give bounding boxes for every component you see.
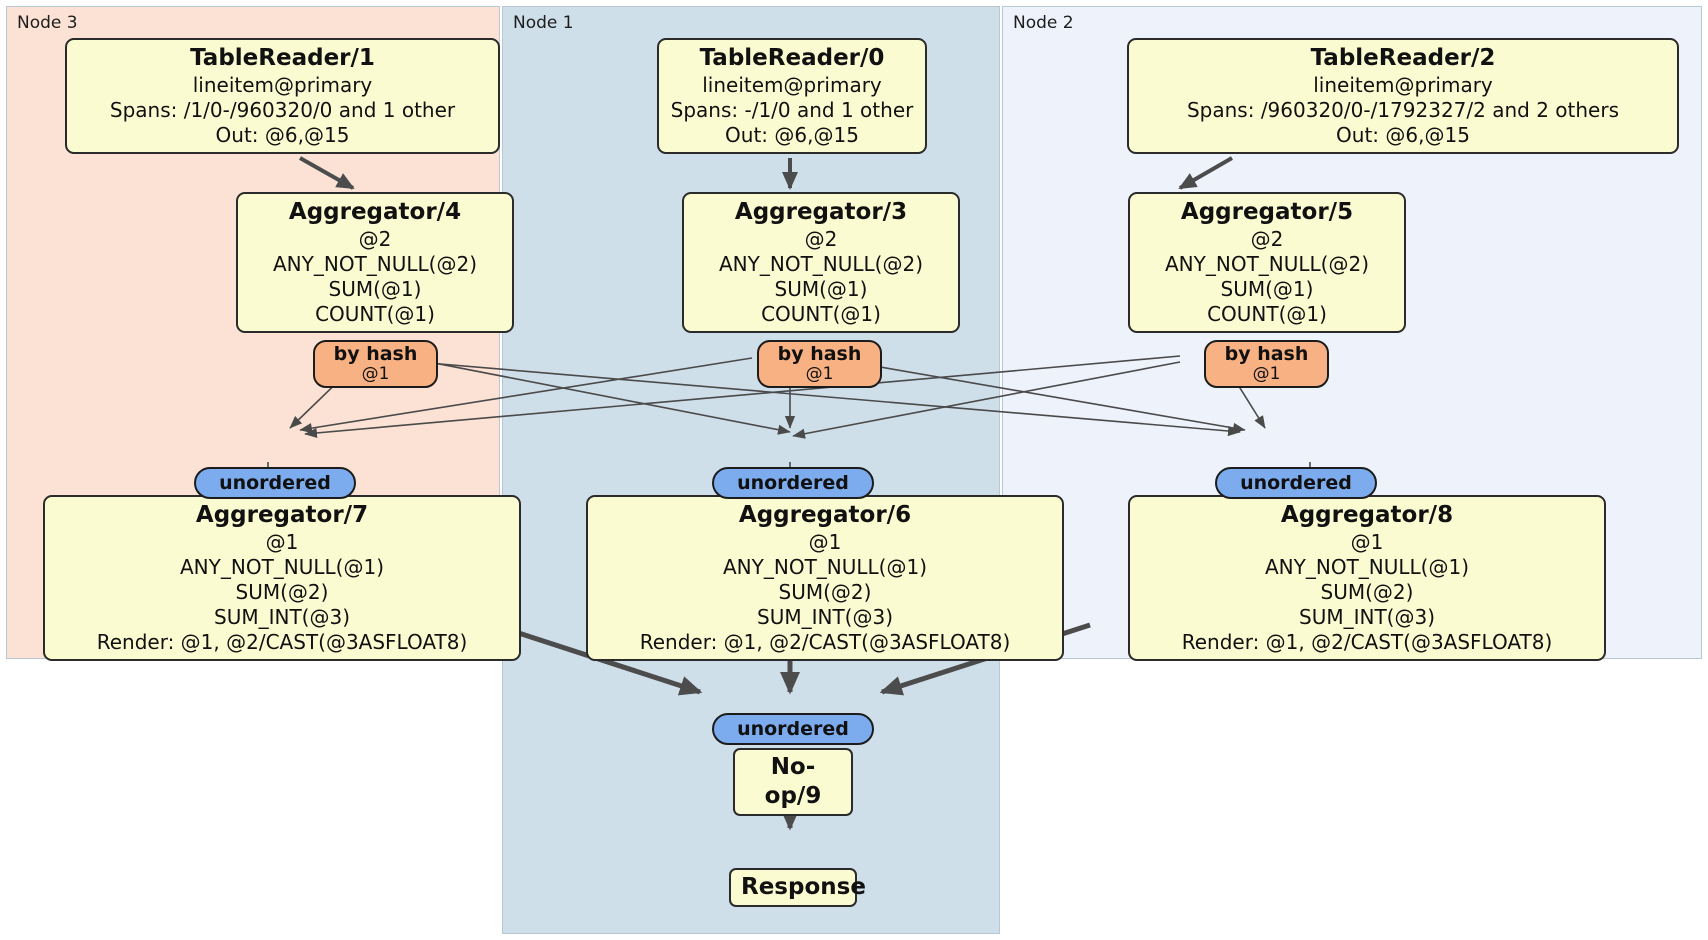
node-panel-label: Node 2 xyxy=(1013,13,1074,33)
box-render: Render: @1, @2/CAST(@3ASFLOAT8) xyxy=(639,630,1011,654)
unordered-badge-node3[interactable]: unordered xyxy=(194,467,356,499)
unordered-badge-node2[interactable]: unordered xyxy=(1215,467,1377,499)
node-panel-label: Node 1 xyxy=(513,13,574,33)
box-agg: SUM(@1) xyxy=(1220,277,1314,301)
unordered-badge-node1[interactable]: unordered xyxy=(712,467,874,499)
aggregator-7[interactable]: Aggregator/7 @1 ANY_NOT_NULL(@1) SUM(@2)… xyxy=(43,495,521,661)
box-render: Render: @1, @2/CAST(@3ASFLOAT8) xyxy=(1181,630,1553,654)
box-title: No-op/9 xyxy=(764,754,822,809)
node-panel-label: Node 3 xyxy=(17,13,78,33)
box-agg: SUM_INT(@3) xyxy=(214,605,350,629)
box-title: Aggregator/4 xyxy=(288,199,462,225)
box-group: @1 xyxy=(1350,530,1384,554)
no-op-node[interactable]: No-op/9 xyxy=(733,748,853,816)
box-agg: SUM(@2) xyxy=(235,580,329,604)
box-group: @1 xyxy=(265,530,299,554)
box-spans: Spans: /1/0-/960320/0 and 1 other xyxy=(109,98,456,122)
box-agg: COUNT(@1) xyxy=(1207,302,1327,326)
table-reader-node2[interactable]: TableReader/2 lineitem@primary Spans: /9… xyxy=(1127,38,1679,154)
hash-badge-label: by hash xyxy=(333,343,418,365)
box-agg: ANY_NOT_NULL(@1) xyxy=(1265,555,1469,579)
box-index: lineitem@primary xyxy=(1313,73,1493,97)
box-title: TableReader/0 xyxy=(699,45,885,71)
box-agg: COUNT(@1) xyxy=(761,302,881,326)
box-agg: ANY_NOT_NULL(@2) xyxy=(273,252,477,276)
unordered-badge-label: unordered xyxy=(219,472,331,494)
box-agg: ANY_NOT_NULL(@2) xyxy=(719,252,923,276)
box-agg: ANY_NOT_NULL(@1) xyxy=(723,555,927,579)
box-agg: SUM(@2) xyxy=(778,580,872,604)
table-reader-node1[interactable]: TableReader/0 lineitem@primary Spans: -/… xyxy=(657,38,927,154)
box-group: @2 xyxy=(1250,227,1284,251)
box-title: Aggregator/8 xyxy=(1280,502,1454,528)
box-render: Render: @1, @2/CAST(@3ASFLOAT8) xyxy=(96,630,468,654)
hash-router-badge-node3[interactable]: by hash @1 xyxy=(313,340,438,388)
aggregator-3[interactable]: Aggregator/3 @2 ANY_NOT_NULL(@2) SUM(@1)… xyxy=(682,192,960,333)
box-agg: ANY_NOT_NULL(@2) xyxy=(1165,252,1369,276)
box-agg: SUM(@1) xyxy=(328,277,422,301)
hash-router-badge-node2[interactable]: by hash @1 xyxy=(1204,340,1329,388)
box-out: Out: @6,@15 xyxy=(725,123,859,147)
aggregator-8[interactable]: Aggregator/8 @1 ANY_NOT_NULL(@1) SUM(@2)… xyxy=(1128,495,1606,661)
box-title: Response xyxy=(741,874,866,900)
box-agg: COUNT(@1) xyxy=(315,302,435,326)
box-agg: SUM_INT(@3) xyxy=(757,605,893,629)
box-title: Aggregator/7 xyxy=(195,502,369,528)
hash-badge-column: @1 xyxy=(1252,364,1281,384)
table-reader-node3[interactable]: TableReader/1 lineitem@primary Spans: /1… xyxy=(65,38,500,154)
box-index: lineitem@primary xyxy=(192,73,373,97)
box-index: lineitem@primary xyxy=(702,73,882,97)
hash-badge-column: @1 xyxy=(361,364,390,384)
box-title: TableReader/2 xyxy=(1310,45,1496,71)
box-title: TableReader/1 xyxy=(190,45,375,71)
box-group: @2 xyxy=(358,227,392,251)
box-agg: SUM_INT(@3) xyxy=(1299,605,1435,629)
box-out: Out: @6,@15 xyxy=(215,123,350,147)
box-group: @1 xyxy=(808,530,842,554)
aggregator-5[interactable]: Aggregator/5 @2 ANY_NOT_NULL(@2) SUM(@1)… xyxy=(1128,192,1406,333)
box-agg: SUM(@2) xyxy=(1320,580,1414,604)
box-title: Aggregator/5 xyxy=(1180,199,1354,225)
box-group: @2 xyxy=(804,227,838,251)
hash-badge-label: by hash xyxy=(1224,343,1309,365)
box-agg: SUM(@1) xyxy=(774,277,868,301)
hash-badge-column: @1 xyxy=(805,364,834,384)
unordered-badge-label: unordered xyxy=(1240,472,1352,494)
box-title: Aggregator/3 xyxy=(734,199,908,225)
hash-badge-label: by hash xyxy=(777,343,862,365)
unordered-badge-final[interactable]: unordered xyxy=(712,713,874,745)
aggregator-4[interactable]: Aggregator/4 @2 ANY_NOT_NULL(@2) SUM(@1)… xyxy=(236,192,514,333)
aggregator-6[interactable]: Aggregator/6 @1 ANY_NOT_NULL(@1) SUM(@2)… xyxy=(586,495,1064,661)
unordered-badge-label: unordered xyxy=(737,472,849,494)
box-title: Aggregator/6 xyxy=(738,502,912,528)
unordered-badge-label: unordered xyxy=(737,718,849,740)
response-node[interactable]: Response xyxy=(729,868,866,907)
hash-router-badge-node1[interactable]: by hash @1 xyxy=(757,340,882,388)
box-spans: Spans: -/1/0 and 1 other xyxy=(670,98,914,122)
box-agg: ANY_NOT_NULL(@1) xyxy=(180,555,384,579)
box-spans: Spans: /960320/0-/1792327/2 and 2 others xyxy=(1186,98,1619,122)
box-out: Out: @6,@15 xyxy=(1336,123,1470,147)
